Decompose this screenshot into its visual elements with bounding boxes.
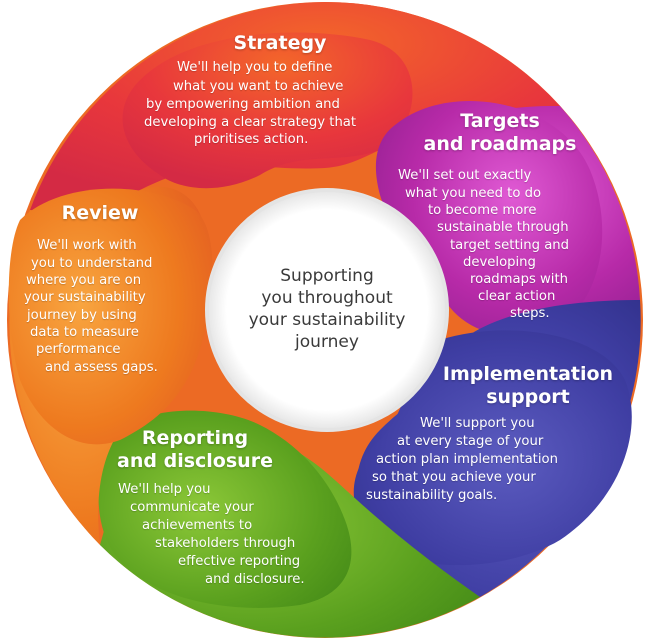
review-line: you to understand xyxy=(31,256,153,271)
review-line: your sustainability xyxy=(24,290,146,305)
reporting-line: communicate your xyxy=(130,500,254,515)
reporting-title: Reporting and disclosure xyxy=(117,427,273,472)
implementation-line: We'll support you xyxy=(420,416,535,431)
review-line: data to measure xyxy=(30,325,139,340)
strategy-title: Strategy xyxy=(233,32,327,54)
implementation-line: action plan implementation xyxy=(376,452,558,467)
segment-targets-lobe xyxy=(375,100,603,337)
reporting-line: achievements to xyxy=(142,518,253,533)
strategy-line: We'll help you to define xyxy=(177,60,333,75)
review-title: Review xyxy=(61,202,139,224)
targets-line: We'll set out exactly xyxy=(398,168,532,183)
segment-reporting-lobe xyxy=(98,410,352,608)
strategy-line: by empowering ambition and xyxy=(146,97,340,112)
targets-line: roadmaps with xyxy=(470,272,568,287)
implementation-line: so that you achieve your xyxy=(372,470,536,485)
segment-strategy-lobe xyxy=(122,32,413,189)
targets-line: steps. xyxy=(510,306,550,321)
reporting-line: effective reporting xyxy=(178,554,301,569)
review-line: We'll work with xyxy=(37,238,137,253)
strategy-line: what you want to achieve xyxy=(173,79,344,94)
targets-line: what you need to do xyxy=(405,186,542,201)
implementation-line: at every stage of your xyxy=(397,434,544,449)
reporting-line: and disclosure. xyxy=(205,572,305,587)
review-line: where you are on xyxy=(26,273,142,288)
targets-title: Targets and roadmaps xyxy=(423,110,577,155)
segment-implementation-lobe xyxy=(353,330,632,566)
targets-line: sustainable through xyxy=(437,220,569,235)
review-line: and assess gaps. xyxy=(45,360,158,375)
review-line: journey by using xyxy=(27,308,137,323)
implementation-title: Implementation support xyxy=(442,363,614,408)
segment-review-lobe xyxy=(8,188,213,445)
center-text: Supporting you throughout your sustainab… xyxy=(248,266,406,352)
implementation-line: sustainability goals. xyxy=(366,488,498,503)
strategy-line: developing a clear strategy that xyxy=(144,115,357,130)
review-line: performance xyxy=(36,342,121,357)
strategy-line: prioritises action. xyxy=(194,132,309,147)
reporting-line: We'll help you xyxy=(118,482,211,497)
targets-line: target setting and xyxy=(450,238,570,253)
center-circle-inner xyxy=(209,192,445,428)
reporting-line: stakeholders through xyxy=(155,536,296,551)
targets-line: to become more xyxy=(428,203,537,218)
targets-line: clear action xyxy=(478,289,556,304)
targets-line: developing xyxy=(463,255,536,270)
